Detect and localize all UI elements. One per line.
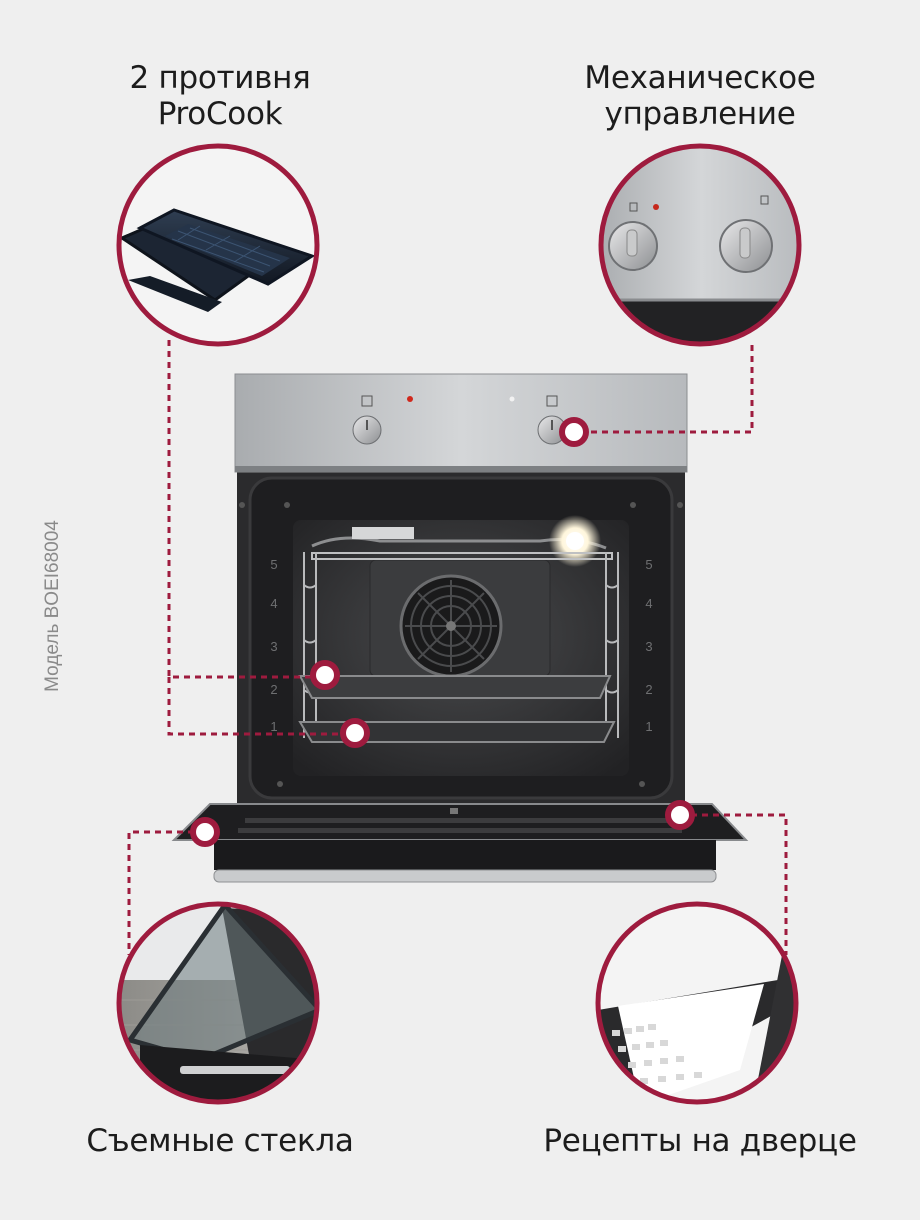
caption-control-line1: Механическое — [584, 60, 816, 96]
caption-trays: 2 противня ProCook — [80, 60, 360, 132]
detail-door-recipes — [595, 901, 799, 1105]
caption-trays-line1: 2 противня — [129, 60, 311, 96]
knob-icon — [719, 219, 773, 273]
rack-level-1: 1 — [645, 719, 652, 734]
fan-icon — [399, 574, 503, 678]
wire-shelf — [311, 552, 613, 560]
caption-removable-glass: Съемные стекла — [86, 1123, 354, 1159]
marker-recipes — [665, 800, 695, 830]
tray-upper — [298, 675, 612, 699]
knob-icon — [608, 221, 658, 271]
recipe-icons — [612, 1024, 702, 1084]
panel-symbols — [361, 395, 558, 407]
svg-text:1: 1 — [270, 719, 277, 734]
rack-level-4: 4 — [645, 596, 652, 611]
rack-level-2: 2 — [645, 682, 652, 697]
caption-trays-line2: ProCook — [157, 96, 283, 132]
caption-door-recipes: Рецепты на дверце — [543, 1123, 857, 1159]
rack-level-labels: 1 2 3 4 5 1 2 3 4 5 — [270, 557, 652, 734]
marker-tray-upper — [310, 660, 340, 690]
caption-mechanical-control: Механическое управление — [540, 60, 860, 132]
detail-knobs — [598, 143, 802, 347]
svg-text:4: 4 — [270, 596, 277, 611]
detail-removable-glass — [116, 901, 320, 1105]
rack-level-5: 5 — [645, 557, 652, 572]
callout-lines — [127, 340, 788, 955]
rack-level-3: 3 — [645, 639, 652, 654]
svg-text:5: 5 — [270, 557, 277, 572]
svg-text:2: 2 — [270, 682, 277, 697]
tray-lower — [298, 721, 616, 743]
control-panel — [234, 373, 688, 473]
marker-tray-lower — [340, 718, 370, 748]
oven: 1 2 3 4 5 1 2 3 4 5 — [171, 373, 749, 883]
detail-trays — [116, 143, 320, 347]
callout-markers — [190, 417, 695, 847]
indicator-light-icon — [407, 396, 413, 402]
svg-text:3: 3 — [270, 639, 277, 654]
marker-glass — [190, 817, 220, 847]
marker-knob — [559, 417, 589, 447]
caption-control-line2: управление — [604, 96, 796, 132]
door-handle — [213, 869, 717, 883]
function-knob[interactable] — [352, 415, 382, 445]
